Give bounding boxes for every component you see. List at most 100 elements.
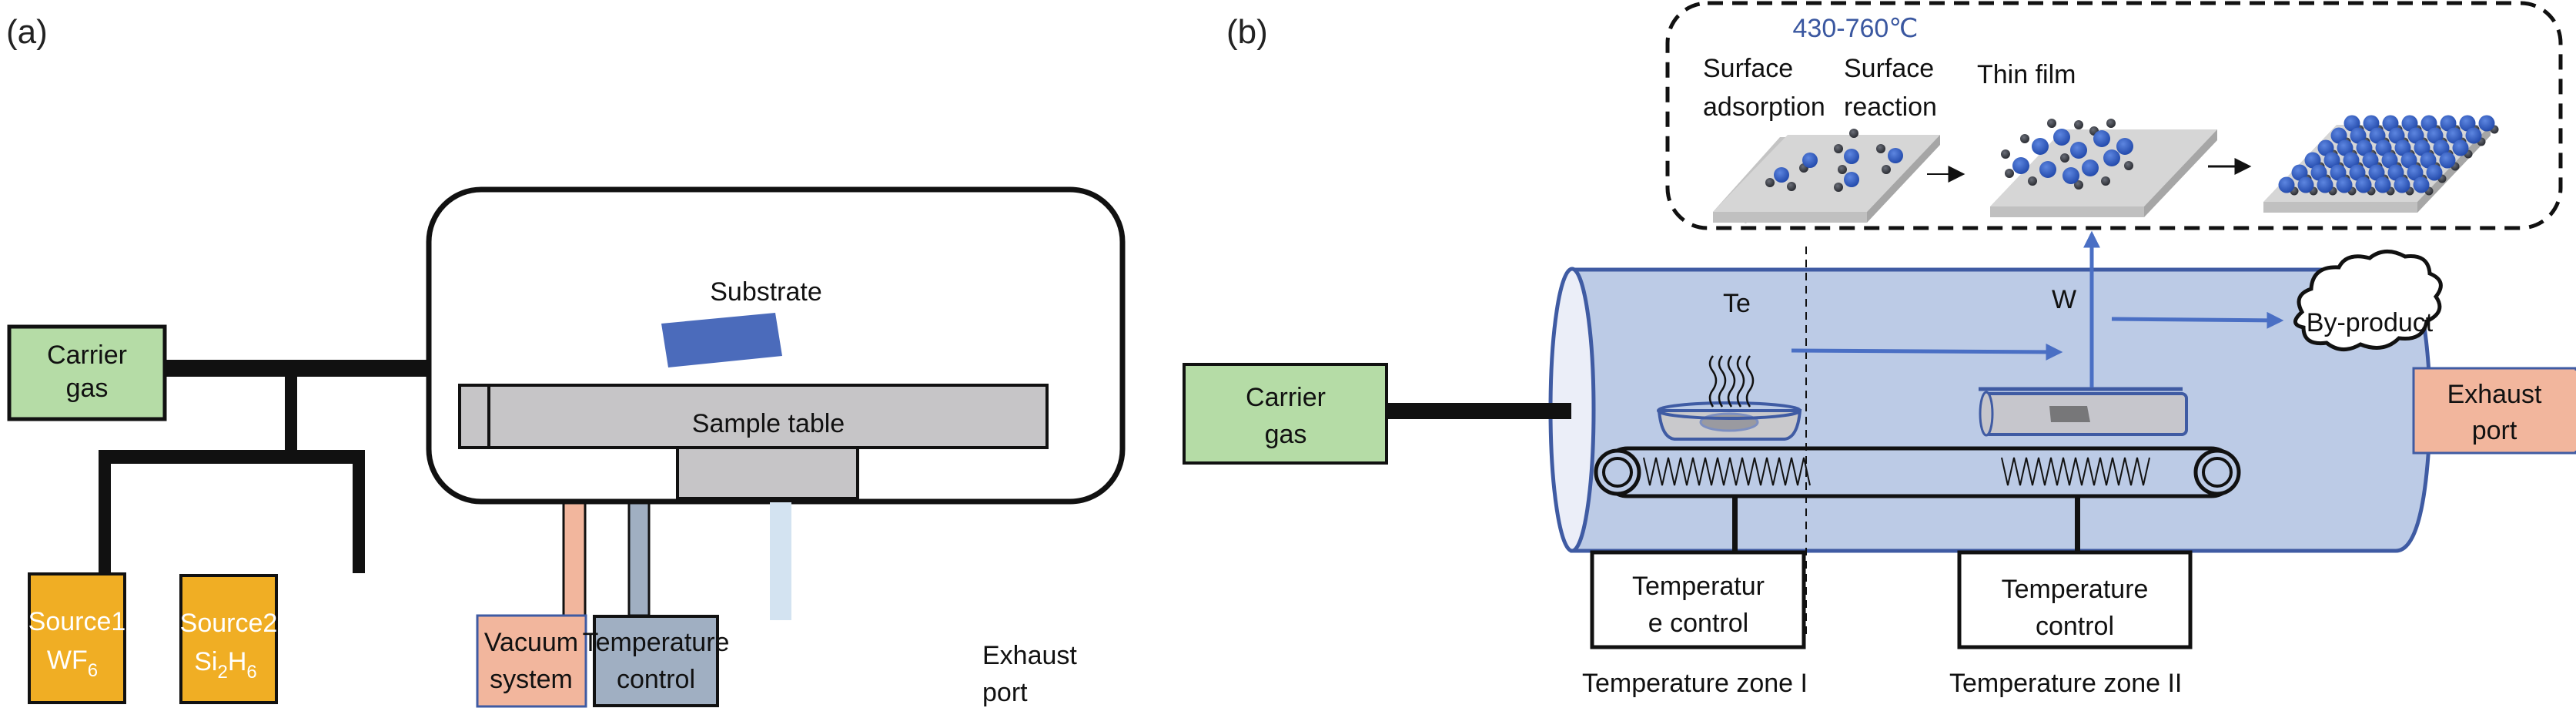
blue-atom	[2394, 176, 2410, 193]
blue-atom	[2446, 127, 2463, 144]
blue-atom	[2363, 115, 2380, 132]
dark-atom	[1834, 144, 1843, 153]
plate-adsorption	[1713, 135, 1940, 223]
temp-control-label-1: Temperature	[583, 628, 730, 657]
heater-conveyor	[1594, 446, 2241, 551]
source1-name: Source1	[28, 607, 126, 636]
blue-atom	[2343, 152, 2360, 169]
blue-atom	[2413, 176, 2430, 193]
dark-atom	[2124, 161, 2133, 170]
dark-atom	[2020, 134, 2029, 143]
blue-atom	[2356, 139, 2373, 156]
atoms-layer	[1683, 115, 2499, 388]
byproduct-label: By-product	[2307, 308, 2434, 337]
panel-b-label: (b)	[1226, 13, 1268, 51]
blue-atom	[2323, 152, 2340, 169]
stage-1-label-1: Surface	[1703, 54, 1793, 83]
pipe-vacuum	[562, 502, 587, 617]
blue-atom	[2349, 164, 2366, 181]
blue-atom	[2297, 176, 2314, 193]
blue-atom	[2381, 152, 2398, 169]
blue-atom	[2382, 115, 2399, 132]
pipe-carrier-b	[1387, 403, 1571, 419]
blue-atom	[2369, 127, 2386, 144]
dark-atom	[2047, 119, 2056, 128]
blue-atom	[1844, 149, 1859, 164]
blue-atom	[2053, 129, 2070, 146]
carrier-gas-b-label-1: Carrier	[1246, 383, 1326, 412]
carrier-gas-box-b: Carrier gas	[1183, 363, 1388, 465]
dark-atom	[1849, 129, 1858, 138]
blue-atom	[2093, 130, 2110, 147]
blue-atom	[2414, 139, 2430, 156]
blue-atom	[2362, 152, 2379, 169]
blue-atom	[2388, 127, 2405, 144]
substrate	[661, 313, 782, 367]
blue-atom	[2433, 139, 2450, 156]
blue-atom	[2062, 167, 2079, 184]
blue-atom	[2350, 127, 2367, 144]
heating-coil-2	[2001, 457, 2150, 486]
blue-atom	[2082, 159, 2099, 176]
dark-atom	[1838, 165, 1847, 174]
temp-control-zone1: Temperatur e control	[1590, 550, 1806, 649]
stage-1-label-2: adsorption	[1703, 92, 1825, 122]
temp-control-1-label-2: e control	[1648, 609, 1748, 638]
blue-atom	[2012, 157, 2029, 174]
te-label: Te	[1723, 289, 1751, 318]
dark-atom	[2101, 176, 2110, 186]
temp-control-zone2: Temperature control	[1957, 550, 2193, 649]
dark-atom	[2005, 169, 2014, 178]
panel-a-label: (a)	[6, 13, 48, 51]
blue-atom	[2407, 127, 2424, 144]
source1-box: Source1 WF6	[28, 572, 126, 704]
blue-atom	[2452, 139, 2469, 156]
blue-atom	[2103, 149, 2120, 166]
temp-control-label-2: control	[617, 665, 695, 694]
pipe-to-source2	[353, 450, 365, 573]
panel-b: (b) 430-760℃ Surface adsorption Surface …	[1183, 1, 2576, 698]
blue-atom	[2032, 138, 2049, 155]
pipe-vertical-branch	[285, 368, 297, 457]
blue-atom	[2355, 176, 2372, 193]
arrow-te-to-w	[1791, 343, 2063, 361]
zone-1-label: Temperature zone I	[1582, 669, 1808, 698]
temp-control-2-label-1: Temperature	[2002, 575, 2149, 604]
blue-atom	[2478, 115, 2495, 132]
blue-atom	[2116, 138, 2133, 155]
blue-atom	[2368, 164, 2385, 181]
vapor-lines	[1708, 355, 1755, 408]
blue-atom	[1802, 153, 1818, 168]
pipe-carrier-to-chamber	[166, 360, 431, 377]
dark-atom	[2001, 149, 2010, 159]
w-substrate-holder	[1979, 387, 2188, 437]
exhaust-b-label-2-top: port	[2472, 416, 2517, 445]
carrier-gas-box-a: Carrier gas	[7, 324, 167, 421]
blue-atom	[2459, 115, 2476, 132]
source2-formula: Si2H6	[194, 647, 257, 683]
temp-control-2-label-2: control	[2036, 612, 2114, 641]
byproduct-cloud: By-product	[2293, 250, 2443, 351]
dark-atom	[1834, 183, 1843, 192]
stage-2-label-1: Surface	[1844, 54, 1934, 83]
blue-atom	[2343, 115, 2360, 132]
vacuum-label-1: Vacuum	[484, 628, 578, 657]
dark-atom	[2074, 180, 2083, 190]
w-label: W	[2052, 285, 2076, 314]
blue-atom	[2317, 139, 2334, 156]
blue-atom	[2317, 176, 2333, 193]
pipe-temperature	[627, 502, 651, 617]
blue-atom	[2426, 164, 2443, 181]
temp-control-1-label-1: Temperatur	[1632, 572, 1765, 601]
w-sample	[2049, 406, 2090, 422]
blue-atom	[1774, 167, 1789, 183]
dark-atom	[1882, 165, 1891, 174]
substrate-label: Substrate	[710, 277, 822, 307]
blue-atom	[2427, 127, 2444, 144]
blue-atom	[2278, 176, 2295, 193]
blue-atom	[2439, 152, 2456, 169]
exhaust-port-label-1: Exhaust	[982, 641, 1077, 670]
blue-atom	[1888, 148, 1903, 163]
blue-atom	[2291, 164, 2308, 181]
blue-atom	[2039, 161, 2056, 178]
